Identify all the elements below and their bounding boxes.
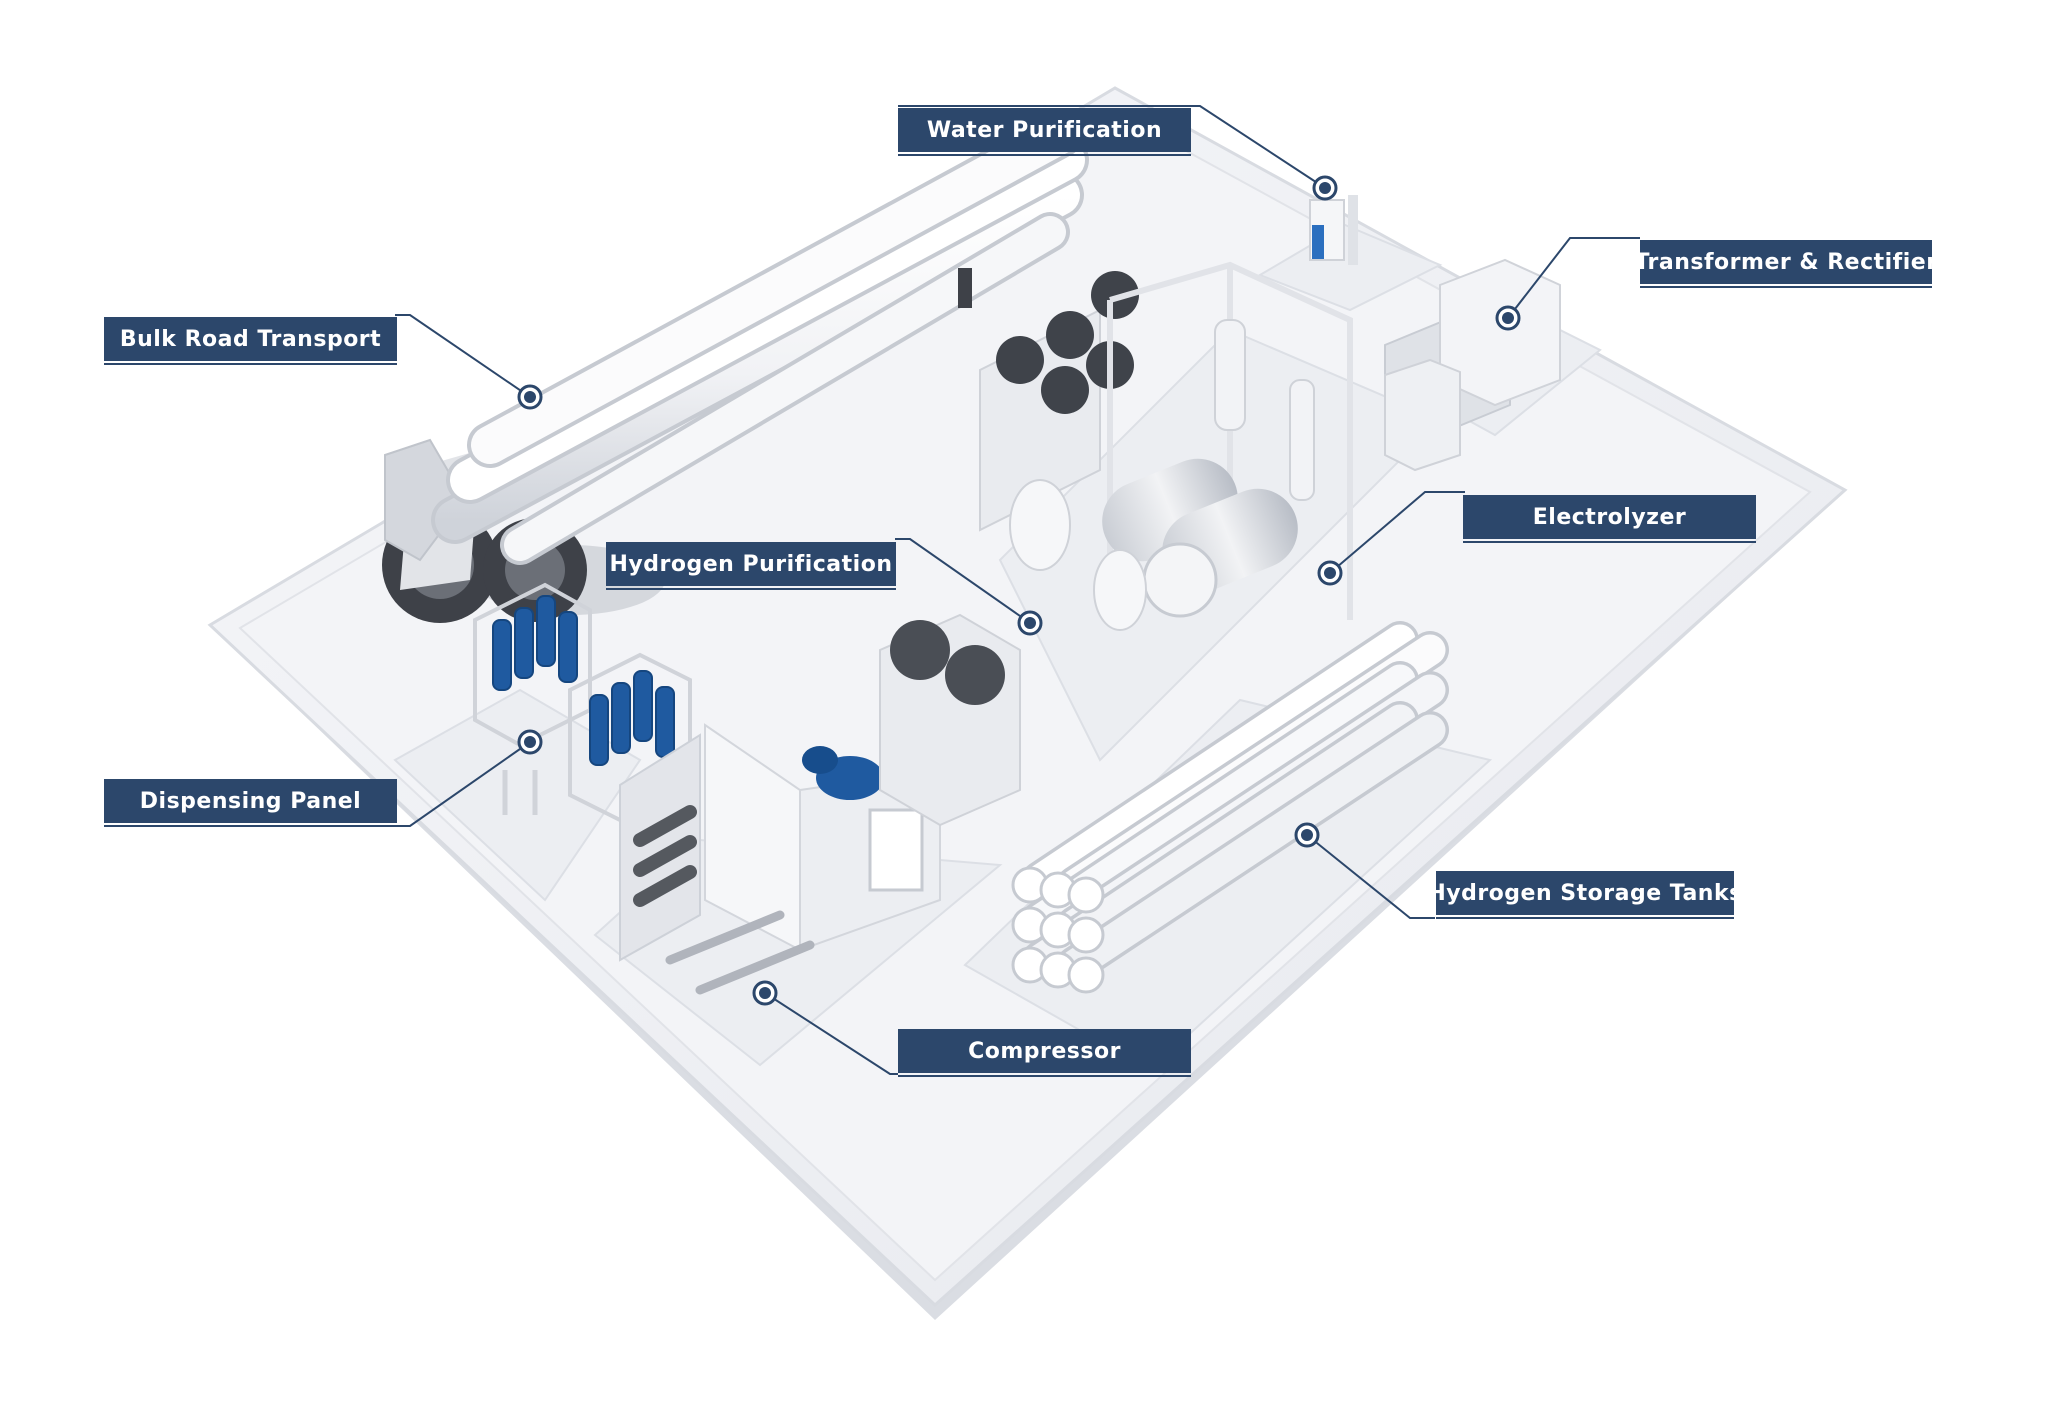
site-platform bbox=[207, 86, 1848, 1320]
label-transformer-rectifier-text: Transformer & Rectifier bbox=[1634, 249, 1938, 275]
label-compressor-underline bbox=[898, 1075, 1191, 1077]
compressor-unit bbox=[619, 613, 1021, 995]
leader-lines bbox=[395, 105, 1640, 1075]
water-purification-unit bbox=[1309, 195, 1358, 265]
label-dispensing-panel-underline bbox=[104, 825, 397, 827]
label-hydrogen-storage-tanks[interactable]: Hydrogen Storage Tanks bbox=[1427, 871, 1742, 915]
label-dispensing-panel[interactable]: Dispensing Panel bbox=[104, 779, 397, 823]
marker-dots bbox=[517, 175, 1521, 1006]
tube-trailer bbox=[382, 112, 1089, 623]
label-hydrogen-purification-text: Hydrogen Purification bbox=[609, 551, 893, 577]
label-electrolyzer-text: Electrolyzer bbox=[1532, 504, 1687, 530]
label-water-purification[interactable]: Water Purification bbox=[898, 108, 1191, 152]
label-transformer-rectifier[interactable]: Transformer & Rectifier bbox=[1634, 240, 1937, 284]
label-electrolyzer-underline bbox=[1463, 541, 1756, 543]
label-water-purification-text: Water Purification bbox=[926, 117, 1163, 143]
label-bulk-road-transport-text: Bulk Road Transport bbox=[119, 326, 382, 352]
label-transformer-rectifier-underline bbox=[1640, 286, 1932, 288]
transformer-rectifier-unit bbox=[1384, 258, 1561, 472]
electrolyzer-unit bbox=[979, 261, 1353, 631]
label-electrolyzer[interactable]: Electrolyzer bbox=[1463, 495, 1756, 539]
label-hydrogen-storage-tanks-text: Hydrogen Storage Tanks bbox=[1427, 880, 1743, 906]
label-dispensing-panel-text: Dispensing Panel bbox=[139, 788, 362, 814]
label-bulk-road-transport[interactable]: Bulk Road Transport bbox=[104, 317, 397, 361]
label-bulk-road-transport-underline bbox=[104, 363, 397, 365]
label-hydrogen-purification-underline bbox=[606, 588, 896, 590]
storage-tank-bank bbox=[1011, 621, 1449, 994]
label-compressor-text: Compressor bbox=[968, 1038, 1121, 1064]
label-compressor[interactable]: Compressor bbox=[898, 1029, 1191, 1073]
cylinder-racks bbox=[473, 582, 692, 823]
label-hydrogen-purification[interactable]: Hydrogen Purification bbox=[606, 542, 896, 586]
label-water-purification-underline bbox=[898, 154, 1191, 156]
label-hydrogen-storage-tanks-underline bbox=[1436, 917, 1734, 919]
